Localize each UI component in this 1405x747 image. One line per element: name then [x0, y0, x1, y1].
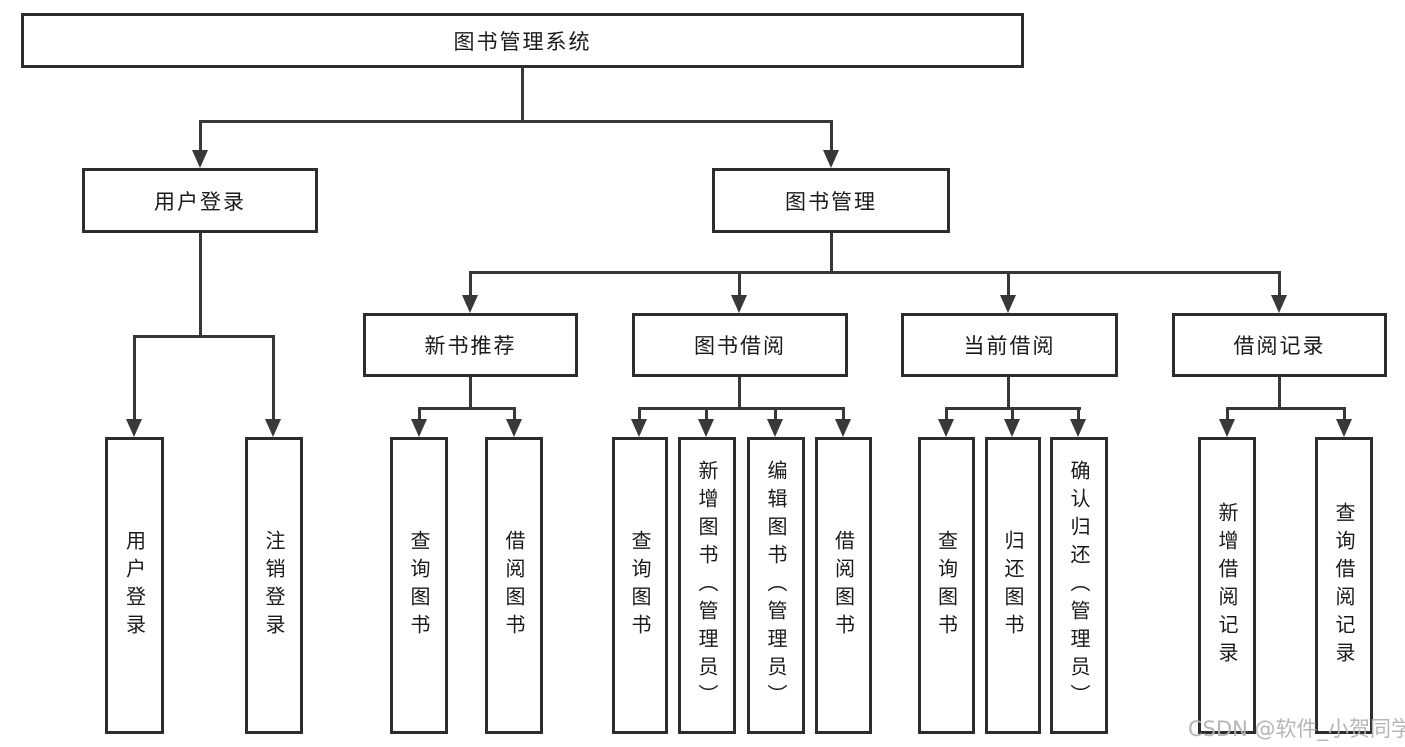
connector-line: [738, 377, 741, 407]
arrow-down-icon: [938, 419, 954, 437]
arrow-down-icon: [1271, 295, 1287, 313]
leaf-borrow-borrow-book: 借阅图书: [815, 437, 872, 734]
arrow-down-icon: [265, 419, 281, 437]
connector-line: [1007, 377, 1010, 407]
leaf-logout: 注销登录: [245, 437, 303, 734]
connector-line: [133, 335, 275, 338]
connector-line: [1343, 407, 1346, 421]
arrow-down-icon: [767, 419, 783, 437]
connector-line: [830, 120, 833, 152]
node-label: 编辑图书（管理员）: [764, 459, 788, 712]
node-label: 当前借阅: [963, 334, 1056, 358]
connector-line: [774, 407, 777, 421]
connector-line: [1077, 407, 1080, 421]
leaf-current-confirm-return-admin: 确认归还（管理员）: [1050, 437, 1108, 734]
node-label: 借阅图书: [831, 529, 856, 642]
node-current-borrow: 当前借阅: [901, 313, 1118, 377]
arrow-down-icon: [698, 419, 714, 437]
node-label: 借阅图书: [502, 529, 526, 642]
leaf-user-login: 用户登录: [105, 437, 164, 734]
connector-line: [1007, 271, 1010, 297]
leaf-borrow-edit-book-admin: 编辑图书（管理员）: [747, 437, 805, 734]
connector-line: [199, 120, 202, 152]
node-label: 借阅记录: [1233, 334, 1326, 358]
leaf-record-query-borrow-record: 查询借阅记录: [1315, 437, 1373, 734]
connector-line: [638, 407, 845, 410]
connector-line: [133, 335, 136, 421]
node-user-login: 用户登录: [82, 168, 318, 233]
connector-line: [418, 407, 516, 410]
connector-line: [638, 407, 641, 421]
node-label: 图书管理: [785, 189, 877, 214]
connector-line: [418, 407, 421, 421]
arrow-down-icon: [462, 295, 478, 313]
node-label: 图书借阅: [694, 334, 786, 358]
connector-line: [830, 233, 833, 271]
leaf-recommend-query-book: 查询图书: [390, 437, 448, 734]
node-label: 新增图书（管理员）: [695, 459, 719, 712]
node-label: 新书推荐: [424, 334, 517, 358]
connector-line: [513, 407, 516, 421]
leaf-borrow-add-book-admin: 新增图书（管理员）: [678, 437, 736, 734]
arrow-down-icon: [506, 419, 522, 437]
arrow-down-icon: [411, 419, 427, 437]
node-borrow-record: 借阅记录: [1172, 313, 1387, 377]
node-book-borrow: 图书借阅: [632, 313, 848, 377]
connector-line: [705, 407, 708, 421]
connector-line: [469, 271, 1281, 274]
leaf-record-add-borrow-record: 新增借阅记录: [1198, 437, 1256, 734]
arrow-down-icon: [126, 419, 142, 437]
arrow-down-icon: [192, 150, 208, 168]
node-label: 用户登录: [154, 189, 246, 214]
connector-line: [521, 68, 524, 120]
node-label: 用户登录: [122, 529, 147, 642]
node-book-management: 图书管理: [712, 168, 950, 233]
connector-line: [842, 407, 845, 421]
arrow-down-icon: [631, 419, 647, 437]
arrow-down-icon: [823, 150, 839, 168]
node-label: 新增借阅记录: [1215, 501, 1239, 670]
leaf-current-return-book: 归还图书: [985, 437, 1041, 734]
node-root-system: 图书管理系统: [21, 13, 1024, 68]
leaf-recommend-borrow-book: 借阅图书: [485, 437, 543, 734]
connector-line: [1226, 407, 1229, 421]
connector-line: [469, 377, 472, 407]
connector-line: [1226, 407, 1346, 410]
leaf-current-query-book: 查询图书: [918, 437, 975, 734]
connector-line: [272, 335, 275, 421]
node-label: 图书管理系统: [453, 29, 592, 54]
arrow-down-icon: [1070, 419, 1086, 437]
node-label: 确认归还（管理员）: [1067, 459, 1091, 712]
node-label: 查询借阅记录: [1332, 501, 1356, 670]
connector-line: [1278, 271, 1281, 297]
csdn-watermark: CSDN @软件_小贺同学: [1188, 717, 1405, 741]
arrow-down-icon: [1336, 419, 1352, 437]
node-label: 查询图书: [934, 529, 959, 642]
arrow-down-icon: [1000, 295, 1016, 313]
connector-line: [469, 271, 472, 297]
node-label: 注销登录: [262, 529, 286, 642]
arrow-down-icon: [731, 295, 747, 313]
node-label: 查询图书: [407, 529, 431, 642]
connector-line: [738, 271, 741, 297]
node-label: 归还图书: [1001, 529, 1025, 642]
leaf-borrow-query-book: 查询图书: [612, 437, 668, 734]
arrow-down-icon: [1219, 419, 1235, 437]
node-label: 查询图书: [628, 529, 652, 642]
arrow-down-icon: [1004, 419, 1020, 437]
connector-line: [199, 233, 202, 335]
connector-line: [199, 120, 833, 123]
node-new-book-recommend: 新书推荐: [363, 313, 578, 377]
arrow-down-icon: [835, 419, 851, 437]
connector-line: [945, 407, 948, 421]
connector-line: [1011, 407, 1014, 421]
connector-line: [1278, 377, 1281, 407]
